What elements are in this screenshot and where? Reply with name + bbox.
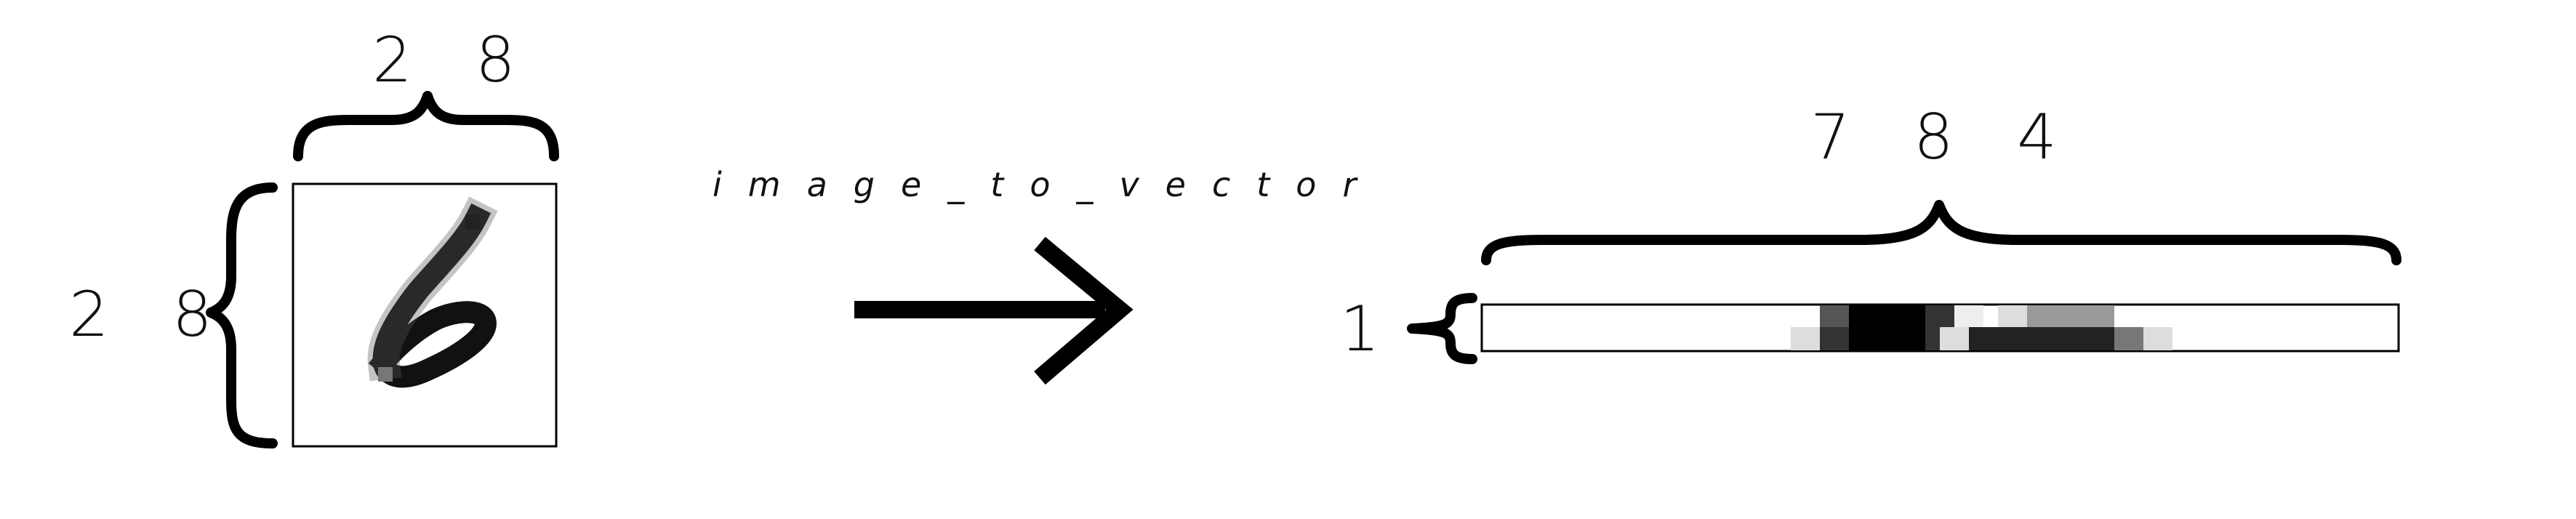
vector-pixel-strip — [1791, 305, 2172, 350]
vector-rows-brace — [1407, 293, 1477, 364]
vector-rows-label: 1 — [1340, 293, 1402, 366]
vector-length-label: 7 8 4 — [1810, 101, 2079, 174]
image-frame — [292, 182, 558, 448]
operation-label: image_to_vector — [713, 165, 1382, 204]
image-panel: 2 8 2 8 — [69, 24, 559, 448]
handwritten-digit-image — [367, 196, 498, 388]
image-height-brace — [206, 182, 278, 448]
image-width-label: 2 8 — [372, 24, 537, 97]
image-height-label: 2 8 — [69, 278, 234, 351]
vector-frame — [1480, 303, 2400, 353]
image-width-brace — [293, 91, 559, 161]
vector-length-brace — [1481, 200, 2402, 265]
operation-panel: image_to_vector — [713, 165, 1382, 385]
vector-panel: 7 8 4 1 — [1340, 101, 2402, 366]
right-arrow-icon — [854, 236, 1133, 385]
